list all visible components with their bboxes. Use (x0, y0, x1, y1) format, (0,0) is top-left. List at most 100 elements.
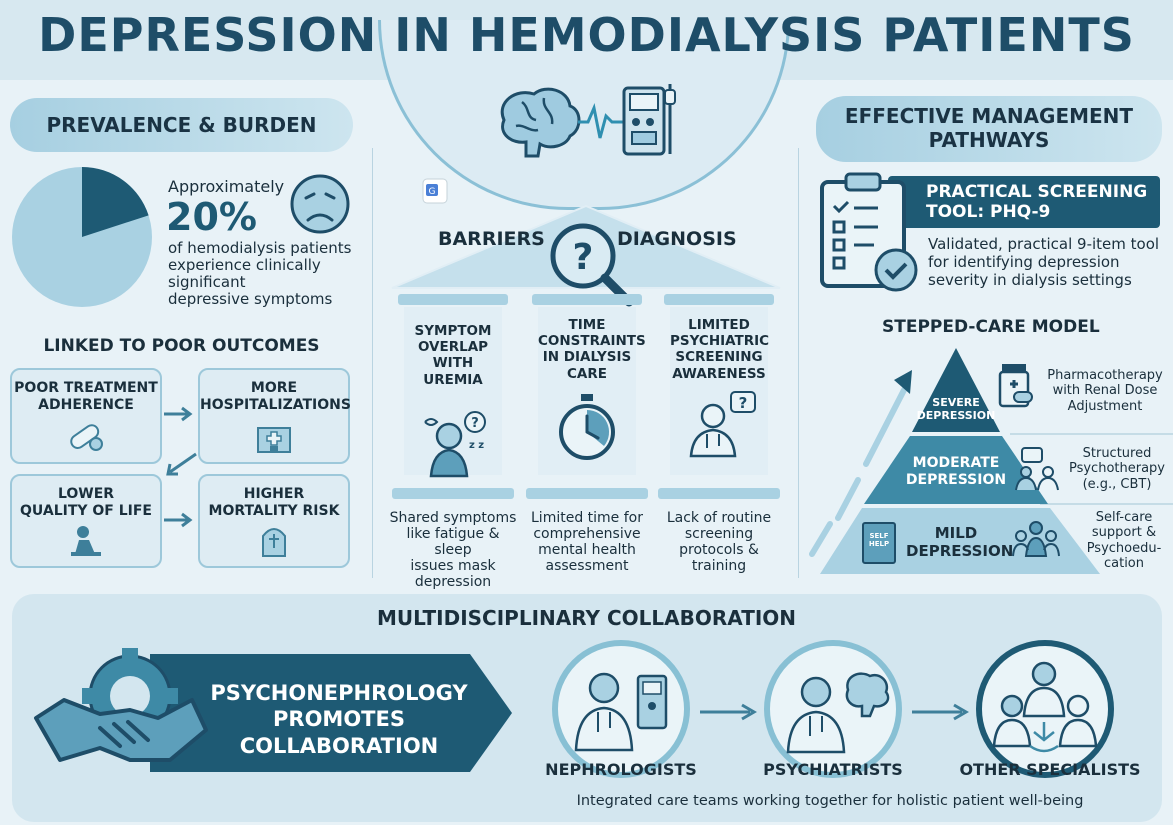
pillar-3-line-3: SCREENING (675, 349, 763, 366)
specialist-label-nephrologists: NEPHROLOGISTS (545, 760, 697, 779)
support-group-icon (1012, 521, 1060, 557)
handshake-icon (34, 698, 208, 762)
tier-mild-label: MILD DEPRESSION (906, 524, 1013, 560)
pillar-1-line-3: WITH UREMIA (423, 355, 483, 388)
pillar-1-line-2: OVERLAP (417, 339, 489, 356)
care-team-icon (992, 661, 1098, 753)
tier-severe-desc: Pharmacotherapy with Renal Dose Adjustme… (1040, 368, 1170, 414)
prevalence-desc-4: depressive symptoms (168, 290, 333, 308)
pillar-2-line-4: CARE (567, 365, 607, 382)
pillar-3-line-4: AWARENESS (672, 365, 766, 382)
pillar-3-desc: Lack of routine screening protocols & tr… (654, 510, 784, 574)
prevalence-desc-3: significant (168, 273, 246, 291)
divider-left (372, 148, 373, 578)
sad-person-icon (71, 525, 101, 556)
pillar-3-desc-4: training (691, 558, 747, 575)
outcome-hosp-line-2: HOSPITALIZATIONS (200, 396, 351, 413)
pillar-1-desc-1: Shared symptoms (389, 510, 517, 526)
pillar-screening-awareness: LIMITED PSYCHIATRIC SCREENING AWARENESS … (670, 307, 769, 475)
pillar-base-2 (526, 488, 648, 499)
translate-badge-icon: G (422, 178, 448, 204)
nephrologist-icon (574, 672, 668, 752)
page-title: DEPRESSION IN HEMODIALYSIS PATIENTS (38, 8, 1135, 62)
pillar-symptom-overlap: SYMPTOM OVERLAP WITH UREMIA ? z z (404, 307, 502, 477)
prevalence-percent: 20% (166, 195, 257, 239)
pillar-cap-2 (532, 294, 642, 305)
outcome-box-adherence: POOR TREATMENT ADHERENCE (10, 368, 162, 464)
self-help-book-icon: SELF HELP (862, 522, 896, 564)
tier-mild-desc-4: cation (1103, 555, 1144, 571)
phq9-title-line-1: PRACTICAL SCREENING (926, 182, 1148, 202)
outcome-box-quality-of-life: LOWER QUALITY OF LIFE (10, 474, 162, 568)
barriers-heading-right: DIAGNOSIS (617, 228, 737, 250)
phq9-desc-1: Validated, practical 9-item tool (928, 235, 1160, 253)
pill-capsule-icon (70, 423, 103, 451)
tier-severe-desc-2: with Renal Dose (1052, 383, 1158, 399)
outcome-qol-line-1: LOWER (57, 486, 115, 502)
arrow-down-left-icon (166, 452, 197, 476)
outcome-mortality-line-2: MORTALITY RISK (208, 502, 340, 519)
pillar-cap-1 (398, 294, 508, 305)
barriers-heading-left: BARRIERS (438, 228, 545, 250)
phq9-title-line-2: TOOL: PHQ-9 (926, 202, 1051, 223)
tier-moderate-label-1: MODERATE (912, 455, 1000, 471)
specialist-label-psychiatrists: PSYCHIATRISTS (763, 760, 903, 779)
pillar-1-desc-4: depression (414, 574, 492, 591)
doctor-question-icon: ? (689, 390, 756, 457)
pillar-2-line-3: IN DIALYSIS (542, 349, 632, 366)
tier-mild-desc-1: Self-care (1095, 510, 1153, 525)
psychonephrology-banner (34, 648, 512, 772)
prevalence-desc-1: of hemodialysis patients (168, 239, 352, 257)
pillar-1-desc-2: like fatigue & sleep (406, 526, 500, 559)
sad-face-icon (290, 174, 350, 234)
tier-moderate-desc-1: Structured (1082, 446, 1152, 461)
management-heading-line-2: PATHWAYS (928, 128, 1050, 152)
pillar-2-desc-4: assessment (545, 558, 629, 575)
self-help-line-2: HELP (868, 540, 890, 549)
tier-severe-label-1: SEVERE (932, 396, 980, 409)
tier-mild-label-1: MILD (934, 524, 978, 542)
banner-line-1: PSYCHONEPHROLOGY (210, 681, 468, 705)
clipboard-check-icon (820, 172, 918, 292)
tier-severe-desc-1: Pharmacotherapy (1047, 368, 1163, 383)
phq9-desc-2: for identifying depression (928, 253, 1120, 271)
pillar-2-line-1: TIME (568, 317, 606, 333)
pyramid-moderate-tier (864, 436, 1048, 504)
medication-bottle-icon (998, 364, 1033, 408)
pillar-2-line-2: CONSTRAINTS (538, 333, 646, 350)
pillar-base-1 (392, 488, 514, 499)
outcome-adherence-line-1: POOR TREATMENT (14, 380, 158, 396)
pillar-1-line-1: SYMPTOM (414, 323, 492, 339)
stopwatch-icon (559, 393, 615, 460)
therapy-session-icon (1015, 447, 1059, 491)
phq9-desc-3: severity in dialysis settings (928, 271, 1132, 289)
hospital-icon (257, 426, 291, 453)
pillar-1-desc-3: issues mask (410, 558, 496, 575)
pie-highlight-slice (82, 167, 149, 237)
banner-line-3: COLLABORATION (239, 733, 439, 758)
brain-dialysis-hero-icon (500, 84, 676, 158)
tier-mild-desc: Self-care support & Psychoedu- cation (1078, 510, 1170, 571)
management-heading-line-1: EFFECTIVE MANAGEMENT (844, 104, 1134, 128)
arrow-right-icon-3 (700, 703, 757, 721)
pillar-2-desc-2: comprehensive (533, 526, 641, 543)
svg-text:?: ? (573, 237, 594, 278)
tier-mild-desc-3: Psychoedu- (1086, 540, 1162, 556)
divider-right (798, 148, 799, 578)
pillar-2-desc: Limited time for comprehensive mental he… (522, 510, 652, 574)
collaboration-heading: MULTIDISCIPLINARY COLLABORATION (376, 606, 797, 630)
tier-moderate-label-2: DEPRESSION (905, 471, 1007, 488)
pillar-2-desc-1: Limited time for (531, 510, 643, 526)
tier-severe-desc-3: Adjustment (1067, 398, 1143, 414)
tier-moderate-desc: Structured Psychotherapy (e.g., CBT) (1062, 446, 1172, 492)
tier-severe-label-2: DEPRESSION (916, 409, 996, 423)
banner-line-2: PROMOTES (273, 707, 405, 732)
outcomes-heading: LINKED TO POOR OUTCOMES (43, 336, 320, 356)
tier-mild-desc-2: support & (1091, 525, 1157, 541)
tired-person-icon: ? z z (424, 410, 486, 477)
prevalence-desc-2: experience clinically (168, 256, 321, 274)
arrow-right-icon (164, 406, 193, 422)
svg-text:?: ? (471, 416, 479, 431)
stepped-care-heading: STEPPED-CARE MODEL (882, 317, 1100, 337)
psychiatrist-circle (764, 640, 902, 778)
